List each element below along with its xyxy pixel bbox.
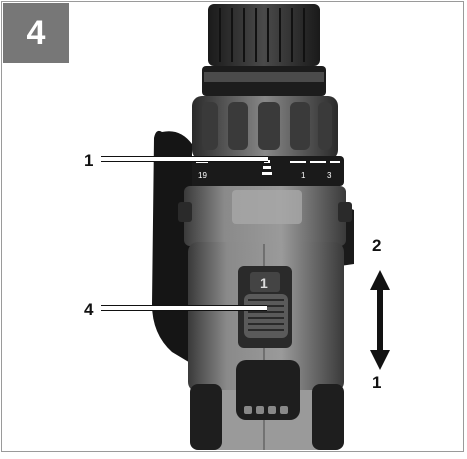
- side-housing: [152, 130, 192, 364]
- vent-slots: [244, 406, 288, 414]
- drill-illustration: 19 1 3 1: [152, 4, 354, 450]
- left-screw-boss: [178, 202, 192, 222]
- right-foot-grip: [312, 384, 344, 450]
- scale-label-1: 1: [301, 171, 306, 180]
- callout-4-label: 4: [84, 300, 94, 319]
- front-bumper: [236, 360, 300, 420]
- figure-number-tag: 4: [3, 3, 69, 63]
- right-screw-boss: [338, 202, 352, 222]
- callout-4-leader: [101, 305, 267, 311]
- double-arrow-icon: [370, 270, 390, 370]
- callout-1-leader: [101, 156, 268, 162]
- setting-ring: [188, 156, 344, 186]
- chuck-grip-ridges: [219, 8, 305, 62]
- scale-label-3: 3: [327, 171, 332, 180]
- left-foot-grip: [190, 384, 222, 450]
- selector-position-label: 1: [260, 275, 268, 291]
- direction-down-label: 1: [372, 373, 382, 392]
- direction-up-label: 2: [372, 236, 382, 255]
- callout-1-label: 1: [84, 151, 94, 170]
- drill-photo: 19 1 3 1: [140, 4, 360, 454]
- torque-ring-teeth: [202, 102, 332, 150]
- scale-label-19: 19: [198, 171, 207, 180]
